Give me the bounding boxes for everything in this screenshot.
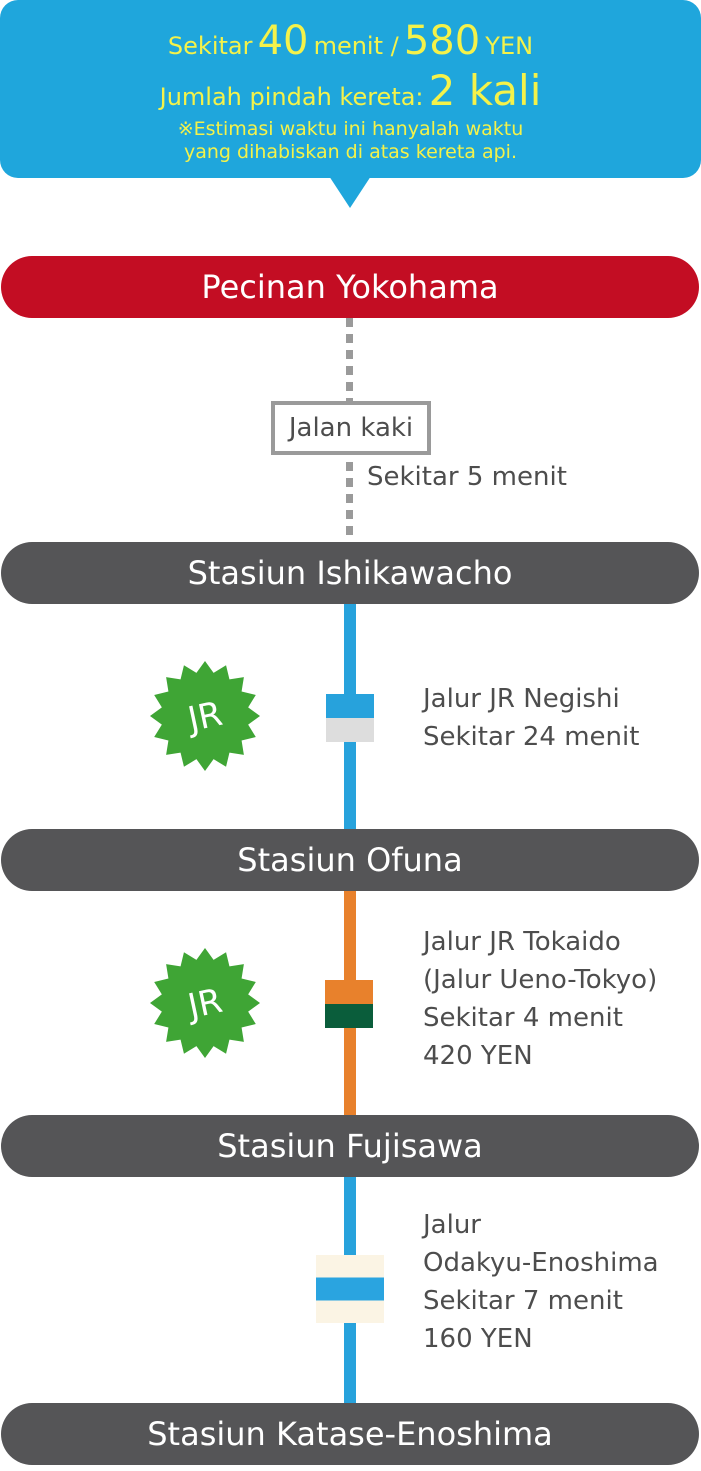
tokaido-line-info: Jalur JR Tokaido (Jalur Ueno-Tokyo) Seki… xyxy=(423,923,657,1075)
odakyu-line-label: Jalur xyxy=(423,1210,481,1240)
summary-note: ※Estimasi waktu ini hanyalah waktu yang … xyxy=(0,118,701,164)
odakyu-line-info: Jalur Odakyu-Enoshima Sekitar 7 menit 16… xyxy=(423,1206,659,1358)
summary-transfers-value: 2 kali xyxy=(428,66,542,115)
summary-time-fare: Sekitar 40 menit / 580 YEN xyxy=(0,12,701,78)
walk-mode-label: Jalan kaki xyxy=(271,401,431,455)
negishi-line-time: Sekitar 24 menit xyxy=(423,722,640,752)
summary-transfers-label: Jumlah pindah kereta: xyxy=(159,83,424,111)
negishi-line-color-chip xyxy=(326,694,374,742)
tokaido-line-subname: (Jalur Ueno-Tokyo) xyxy=(423,965,658,995)
odakyu-line-fare: 160 YEN xyxy=(423,1324,533,1354)
station-ishikawacho: Stasiun Ishikawacho xyxy=(1,542,699,604)
tokaido-line-fare: 420 YEN xyxy=(423,1041,533,1071)
tokaido-line-color-chip xyxy=(325,980,373,1028)
station-katase-enoshima: Stasiun Katase-Enoshima xyxy=(1,1403,699,1465)
jr-badge-icon: JR xyxy=(149,660,261,772)
odakyu-line-color-chip xyxy=(316,1255,384,1323)
walk-time: Sekitar 5 menit xyxy=(367,462,567,492)
negishi-line-name: Jalur JR Negishi xyxy=(423,684,620,714)
station-fujisawa: Stasiun Fujisawa xyxy=(1,1115,699,1177)
summary-transfers: Jumlah pindah kereta: 2 kali xyxy=(0,62,701,129)
summary-note-line2: yang dihabiskan di atas kereta api. xyxy=(184,141,517,163)
callout-pointer xyxy=(329,176,371,208)
tokaido-line-name: Jalur JR Tokaido xyxy=(423,927,621,957)
negishi-line-info: Jalur JR Negishi Sekitar 24 menit xyxy=(423,680,639,756)
tokaido-line-time: Sekitar 4 menit xyxy=(423,1003,623,1033)
jr-badge-burst xyxy=(150,661,260,771)
odakyu-line-name: Odakyu-Enoshima xyxy=(423,1248,659,1278)
summary-minutes-unit: menit / xyxy=(313,32,399,60)
summary-prefix: Sekitar xyxy=(167,32,253,60)
summary-note-line1: ※Estimasi waktu ini hanyalah waktu xyxy=(177,118,524,140)
station-pecinan-yokohama: Pecinan Yokohama xyxy=(1,256,699,318)
jr-badge-burst xyxy=(150,948,260,1058)
summary-minutes: 40 xyxy=(257,18,309,64)
station-ofuna: Stasiun Ofuna xyxy=(1,829,699,891)
route-summary-callout: Sekitar 40 menit / 580 YEN Jumlah pindah… xyxy=(0,0,701,178)
odakyu-line-time: Sekitar 7 menit xyxy=(423,1286,623,1316)
jr-badge-icon: JR xyxy=(149,947,261,1059)
summary-fare: 580 xyxy=(403,18,481,64)
summary-fare-unit: YEN xyxy=(485,32,534,60)
